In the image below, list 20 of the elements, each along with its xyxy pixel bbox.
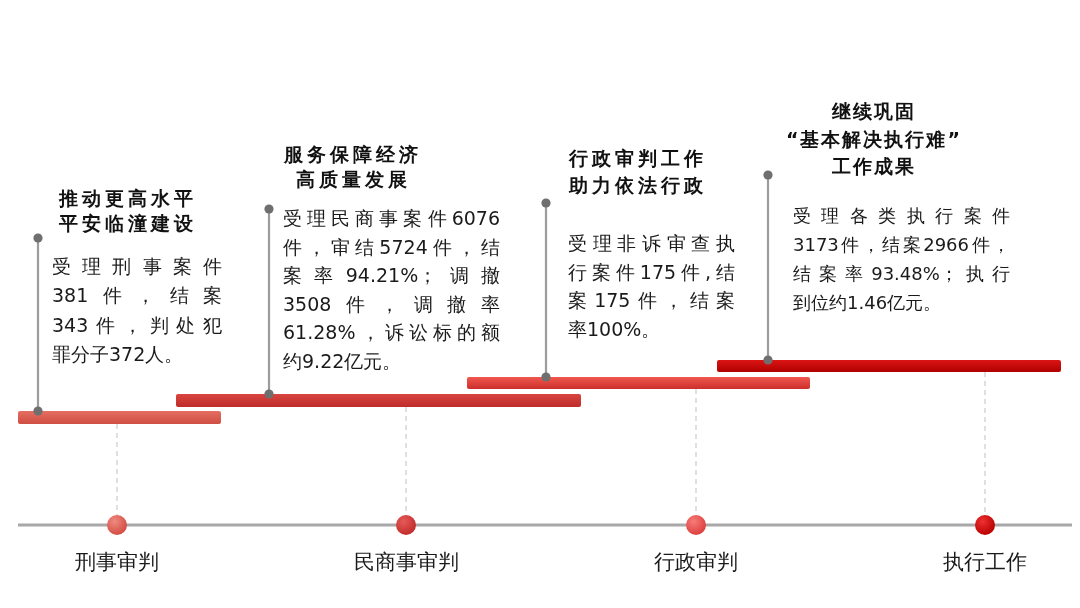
timeline-bar — [717, 360, 1061, 372]
card-text: 受理民商事案件6076件，审结5724件，结案率94.21%；调撤3508件，调撤率61.28%，诉讼标的额约9.22亿元。 — [283, 206, 500, 374]
axis-label: 刑事审判 — [75, 549, 159, 575]
card-heading: 行政审判工作助力依法行政 — [568, 146, 708, 198]
card-heading: 推动更高水平平安临潼建设 — [58, 186, 198, 236]
timeline-bar — [176, 394, 581, 407]
card-heading: 继续巩固“基本解决执行难”工作成果 — [785, 99, 963, 179]
leader-line — [763, 170, 773, 365]
leader-line — [33, 233, 43, 416]
card-text: 受理各类执行案件3173件，结案2966件，结案率93.48%；执行到位约1.46亿元。 — [793, 204, 1010, 315]
leader-line — [541, 198, 551, 382]
timeline-bar — [467, 377, 810, 389]
leader-line — [264, 204, 274, 399]
axis-label: 执行工作 — [943, 549, 1027, 575]
timeline-bar — [18, 411, 221, 424]
axis-label: 行政审判 — [654, 549, 738, 575]
card-heading: 服务保障经济高质量发展 — [283, 142, 423, 192]
card-text: 受理刑事案件381件，结案343件，判处犯罪分子372人。 — [52, 254, 222, 367]
card-text: 受理非诉审查执行案件175件,结案175件，结案率100%。 — [568, 231, 735, 342]
axis-label: 民商事审判 — [353, 549, 459, 575]
